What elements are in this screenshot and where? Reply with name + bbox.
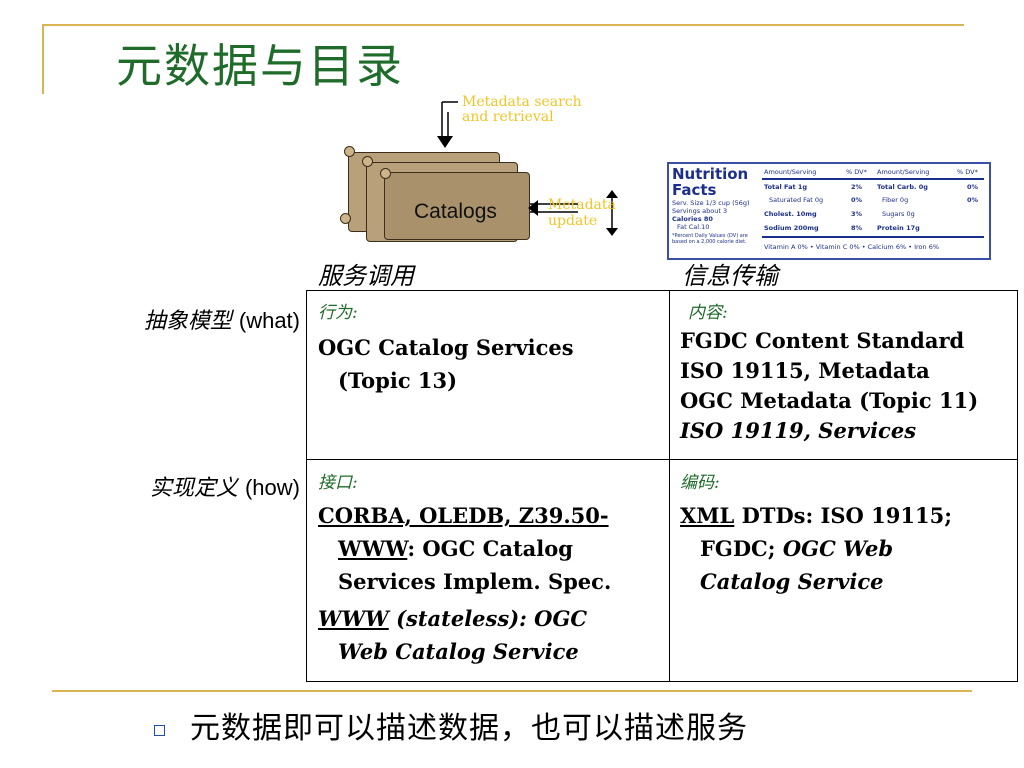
nutrition-cell: Total Carb. 0g [877, 183, 928, 191]
row-header-how-en: (how) [244, 475, 300, 500]
nutrition-cell: 0% [967, 196, 979, 204]
bottom-rule [52, 690, 972, 692]
interface-line4-rest: (stateless): OGC [388, 606, 588, 631]
behavior-label: 行为: [318, 303, 358, 323]
catalog-scroll-front [384, 172, 530, 240]
nutrition-cell: Protein 17g [877, 224, 920, 232]
title-rule-top [42, 24, 964, 26]
nutrition-cell: Saturated Fat 0g [769, 196, 824, 204]
bullet-text: 元数据即可以描述数据，也可以描述服务 [190, 711, 748, 746]
nutrition-cell: Total Fat 1g [764, 183, 808, 191]
nutrition-left-line: Servings about 3 [672, 207, 728, 215]
nutrition-cell: 3% [851, 210, 863, 218]
nutrition-left-line: Fat Cal.10 [677, 223, 710, 231]
row-header-how: 实现定义 (how) [150, 470, 300, 502]
nutrition-cell: 0% [851, 196, 863, 204]
catalogs-label: Catalogs [414, 200, 497, 223]
matrix-table [306, 290, 1018, 682]
encoding-label: 编码: [680, 473, 720, 493]
behavior-line1: OGC Catalog Services [318, 335, 574, 360]
metadata-update-label: Metadata update [548, 198, 616, 229]
table-divider-vertical [669, 290, 670, 682]
column-header-service: 服务调用 [318, 262, 414, 290]
content-label: 内容: [688, 303, 728, 323]
nutrition-cell: Cholest. 10mg [764, 210, 817, 218]
slide-title: 元数据与目录 [116, 39, 404, 93]
update-label-line1: Metadata [548, 197, 616, 213]
nutrition-cell: Fiber 0g [882, 196, 909, 204]
nutrition-cell: 8% [851, 224, 863, 232]
nutrition-cell: 0% [967, 183, 979, 191]
row-header-what-cn: 抽象模型 [143, 309, 239, 334]
nutrition-bar [762, 236, 984, 238]
interface-line4: WWW (stateless): OGC [318, 602, 611, 635]
nutrition-left-line: *Percent Daily Values (DV) are [672, 233, 748, 239]
encoding-line1-rest: DTDs: ISO 19115; [734, 503, 952, 528]
cell-content: 内容: FGDC Content Standard ISO 19115, Met… [680, 298, 978, 446]
content-line: FGDC Content Standard [680, 328, 965, 353]
interface-line5: Web Catalog Service [338, 639, 579, 664]
encoding-line1: XML DTDs: ISO 19115; [680, 499, 952, 532]
catalogs-diagram [330, 90, 640, 255]
update-label-line2: update [548, 213, 598, 229]
nutrition-left-line: Calories 80 [672, 215, 713, 223]
behavior-line2: (Topic 13) [338, 368, 458, 393]
nutrition-col-head: % DV* [957, 168, 978, 176]
nutrition-facts-image: Nutrition Facts Serv. Size 1/3 cup (56g)… [667, 162, 991, 260]
down-arrow-icon [437, 101, 458, 148]
scroll-curl-icon [362, 156, 373, 167]
nutrition-cell: Sugars 0g [882, 210, 915, 218]
interface-line2: WWW: OGC Catalog [318, 532, 611, 565]
cell-encoding: 编码: XML DTDs: ISO 19115; FGDC; OGC Web C… [680, 468, 952, 598]
metadata-search-label: Metadata search and retrieval [462, 95, 582, 125]
cell-interface: 接口: CORBA, OLEDB, Z39.50- WWW: OGC Catal… [318, 468, 611, 668]
nutrition-col-head: % DV* [846, 168, 867, 176]
interface-line1: CORBA, OLEDB, Z39.50- [318, 503, 609, 528]
column-header-information: 信息传输 [682, 262, 778, 290]
search-label-line2: and retrieval [462, 109, 554, 125]
encoding-line3: Catalog Service [700, 569, 884, 594]
nutrition-cell: 2% [851, 183, 863, 191]
nutrition-col-head: Amount/Serving [877, 168, 930, 176]
encoding-line2-plain: FGDC; [700, 536, 783, 561]
nutrition-left-line: based on a 2,000 calorie diet. [672, 239, 747, 245]
encoding-line2-italic: OGC Web [782, 536, 894, 561]
scroll-curl-icon [340, 213, 351, 224]
table-divider-horizontal [306, 459, 1017, 460]
encoding-xml-link[interactable]: XML [680, 503, 735, 528]
nutrition-left-line: Serv. Size 1/3 cup (56g) [672, 199, 750, 207]
scroll-curl-icon [344, 146, 355, 157]
double-arrow-icon [528, 190, 618, 236]
interface-label: 接口: [318, 473, 358, 493]
square-bullet-icon [154, 725, 165, 736]
content-line-italic: ISO 19119, Services [680, 418, 917, 443]
facts-title: Facts [672, 181, 717, 199]
nutrition-col-head: Amount/Serving [764, 168, 817, 176]
cell-behavior: 行为: OGC Catalog Services (Topic 13) [318, 298, 574, 397]
interface-line3: Services Implem. Spec. [338, 569, 612, 594]
nutrition-title: Nutrition [672, 165, 749, 183]
interface-www-link[interactable]: WWW [338, 536, 408, 561]
search-label-line1: Metadata search [462, 94, 582, 110]
content-line: ISO 19115, Metadata [680, 358, 930, 383]
interface-line2-rest: : OGC Catalog [407, 536, 573, 561]
row-header-what-en: (what) [238, 308, 300, 333]
title-rule-left [42, 24, 44, 94]
nutrition-cell: Sodium 200mg [764, 224, 819, 232]
row-header-what: 抽象模型 (what) [144, 303, 300, 335]
nutrition-footer: Vitamin A 0% • Vitamin C 0% • Calcium 6%… [764, 243, 940, 251]
row-header-how-cn: 实现定义 [149, 476, 245, 501]
content-line: OGC Metadata (Topic 11) [680, 388, 979, 413]
encoding-line2: FGDC; OGC Web [680, 532, 952, 565]
interface-www2-link[interactable]: WWW [318, 606, 389, 631]
nutrition-bar [762, 178, 984, 180]
scroll-curl-icon [380, 168, 391, 179]
